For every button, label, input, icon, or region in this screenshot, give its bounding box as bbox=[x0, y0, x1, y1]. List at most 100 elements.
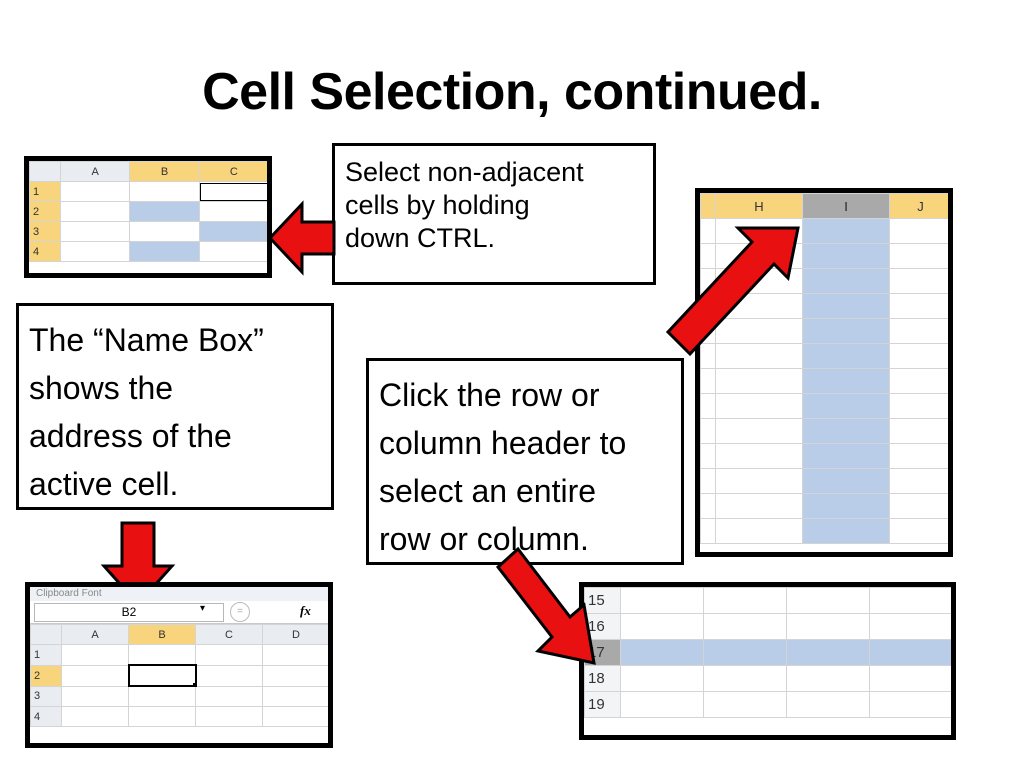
cell[interactable] bbox=[61, 664, 129, 687]
cell[interactable] bbox=[700, 468, 716, 494]
cell[interactable] bbox=[889, 318, 948, 344]
cell[interactable] bbox=[620, 691, 704, 718]
cell[interactable] bbox=[59, 241, 131, 262]
cell[interactable] bbox=[715, 368, 803, 394]
cell[interactable] bbox=[889, 393, 948, 419]
cell[interactable] bbox=[195, 664, 263, 687]
cell[interactable] bbox=[198, 201, 267, 222]
selected-cell[interactable] bbox=[869, 639, 951, 666]
cell[interactable] bbox=[61, 644, 129, 666]
cell[interactable] bbox=[620, 587, 704, 614]
cell[interactable] bbox=[262, 644, 328, 666]
cell[interactable] bbox=[61, 685, 129, 707]
cell[interactable] bbox=[715, 518, 803, 544]
cell[interactable] bbox=[195, 644, 263, 666]
selected-cell[interactable] bbox=[620, 639, 704, 666]
selected-cell[interactable] bbox=[703, 639, 787, 666]
select-all-corner[interactable] bbox=[29, 161, 61, 182]
cell[interactable] bbox=[195, 685, 263, 707]
row-header-stub[interactable] bbox=[700, 193, 716, 219]
cell[interactable] bbox=[128, 706, 196, 727]
cell[interactable] bbox=[715, 393, 803, 419]
cell[interactable] bbox=[889, 268, 948, 294]
selected-cell[interactable] bbox=[802, 443, 890, 469]
chevron-down-icon[interactable]: ▾ bbox=[200, 603, 206, 614]
selected-cell[interactable] bbox=[802, 218, 890, 244]
cell[interactable] bbox=[786, 587, 870, 614]
column-header-i[interactable]: I bbox=[802, 193, 890, 219]
cell[interactable] bbox=[869, 665, 951, 692]
row-header-4[interactable]: 4 bbox=[29, 241, 61, 262]
cell[interactable] bbox=[869, 613, 951, 640]
cell[interactable] bbox=[889, 218, 948, 244]
cell[interactable] bbox=[59, 221, 131, 242]
cell[interactable] bbox=[620, 613, 704, 640]
cell[interactable] bbox=[715, 443, 803, 469]
select-all-corner[interactable] bbox=[30, 624, 62, 645]
cell[interactable] bbox=[195, 706, 263, 727]
column-header-a[interactable]: A bbox=[59, 161, 131, 182]
cell[interactable] bbox=[786, 613, 870, 640]
selected-cell[interactable] bbox=[802, 268, 890, 294]
row-header-4[interactable]: 4 bbox=[30, 706, 62, 727]
cell[interactable] bbox=[889, 518, 948, 544]
selected-cell[interactable] bbox=[129, 201, 200, 222]
column-header-c[interactable]: C bbox=[195, 624, 263, 645]
cell[interactable] bbox=[889, 443, 948, 469]
formula-cancel-icon[interactable]: = bbox=[230, 602, 250, 622]
selected-cell[interactable] bbox=[802, 318, 890, 344]
cell[interactable] bbox=[703, 691, 787, 718]
row-header-2[interactable]: 2 bbox=[29, 201, 61, 222]
row-header-19[interactable]: 19 bbox=[584, 691, 621, 718]
cell[interactable] bbox=[128, 685, 196, 707]
cell[interactable] bbox=[700, 368, 716, 394]
active-cell[interactable] bbox=[127, 664, 197, 687]
cell[interactable] bbox=[262, 706, 328, 727]
row-header-15[interactable]: 15 bbox=[584, 587, 621, 614]
cell[interactable] bbox=[700, 393, 716, 419]
cell[interactable] bbox=[262, 685, 328, 707]
selected-cell[interactable] bbox=[802, 518, 890, 544]
column-header-c[interactable]: C bbox=[198, 161, 267, 182]
cell[interactable] bbox=[620, 665, 704, 692]
row-header-1[interactable]: 1 bbox=[29, 181, 61, 202]
cell[interactable] bbox=[703, 587, 787, 614]
cell[interactable] bbox=[715, 468, 803, 494]
column-header-j[interactable]: J bbox=[889, 193, 948, 219]
cell[interactable] bbox=[262, 664, 328, 687]
column-header-b[interactable]: B bbox=[129, 161, 200, 182]
selected-cell[interactable] bbox=[802, 468, 890, 494]
cell[interactable] bbox=[715, 493, 803, 519]
cell[interactable] bbox=[129, 221, 200, 242]
cell[interactable] bbox=[889, 368, 948, 394]
cell[interactable] bbox=[889, 493, 948, 519]
row-header-3[interactable]: 3 bbox=[30, 685, 62, 707]
selected-cell[interactable] bbox=[802, 243, 890, 269]
column-header-d[interactable]: D bbox=[262, 624, 328, 645]
active-cell[interactable] bbox=[198, 181, 267, 202]
column-header-a[interactable]: A bbox=[61, 624, 129, 645]
name-box[interactable]: B2 bbox=[34, 603, 224, 622]
selected-cell[interactable] bbox=[802, 393, 890, 419]
cell[interactable] bbox=[700, 493, 716, 519]
cell[interactable] bbox=[889, 343, 948, 369]
selected-cell[interactable] bbox=[802, 293, 890, 319]
column-header-h[interactable]: H bbox=[715, 193, 803, 219]
cell[interactable] bbox=[59, 201, 131, 222]
row-header-18[interactable]: 18 bbox=[584, 665, 621, 692]
selected-cell[interactable] bbox=[802, 368, 890, 394]
selected-cell[interactable] bbox=[802, 493, 890, 519]
cell[interactable] bbox=[869, 587, 951, 614]
cell[interactable] bbox=[700, 443, 716, 469]
row-header-16[interactable]: 16 bbox=[584, 613, 621, 640]
fill-handle[interactable] bbox=[192, 683, 194, 684]
cell[interactable] bbox=[889, 293, 948, 319]
cell[interactable] bbox=[889, 243, 948, 269]
insert-function-icon[interactable]: fx bbox=[300, 603, 311, 618]
selected-cell[interactable] bbox=[198, 221, 267, 242]
cell[interactable] bbox=[59, 181, 131, 202]
cell[interactable] bbox=[128, 644, 196, 666]
selected-cell[interactable] bbox=[129, 241, 200, 262]
cell[interactable] bbox=[129, 181, 200, 202]
row-header-1[interactable]: 1 bbox=[30, 644, 62, 666]
